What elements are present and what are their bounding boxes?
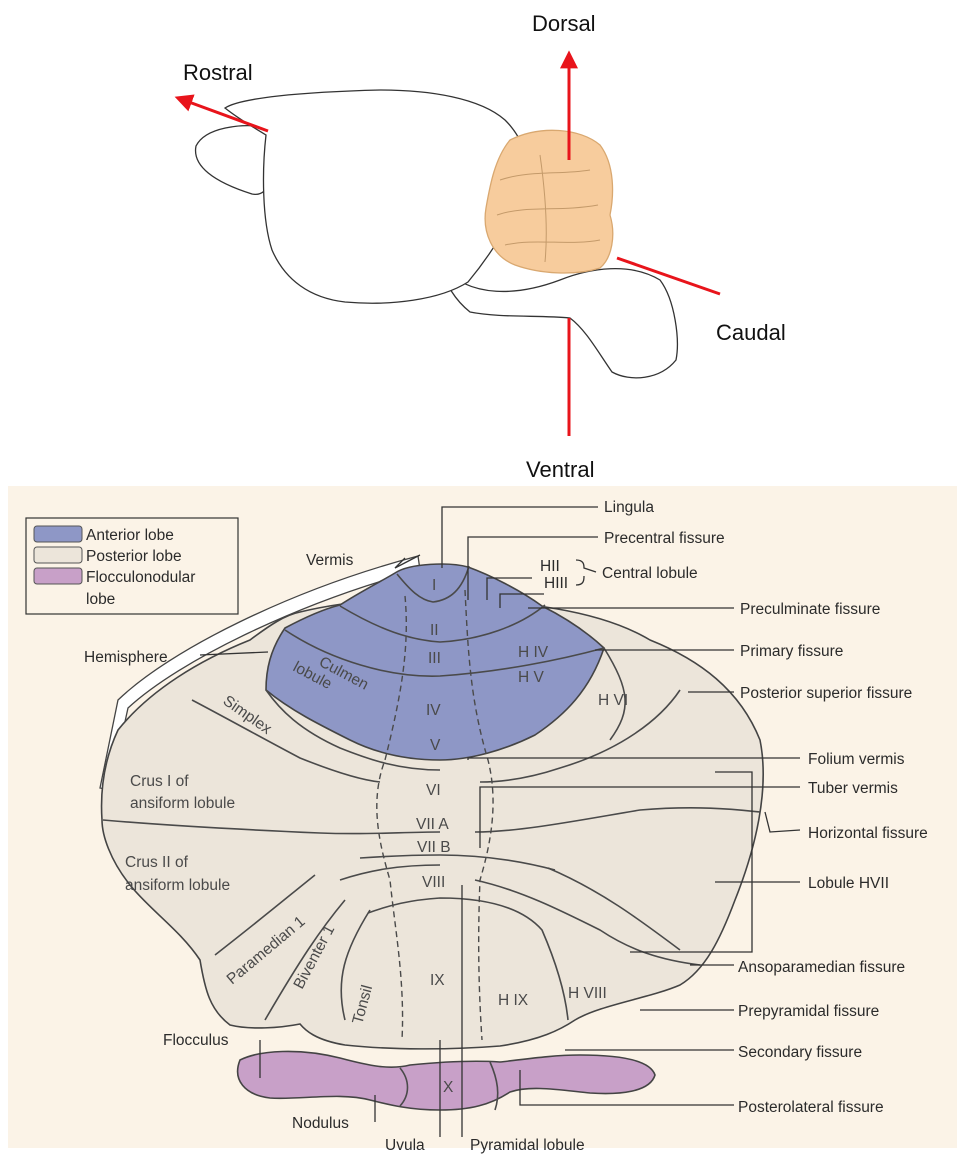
region-hvi: H VI: [598, 692, 628, 709]
legend-swatch-anterior: [34, 526, 82, 542]
rostral-label: Rostral: [183, 60, 253, 85]
label-vermis: Vermis: [306, 552, 354, 569]
legend-swatch-posterior: [34, 547, 82, 563]
label-flocculus: Flocculus: [163, 1032, 229, 1049]
label-posterolateral-fissure: Posterolateral fissure: [738, 1099, 884, 1116]
region-hviii: H VIII: [568, 985, 607, 1002]
cerebrum-shape: [225, 90, 527, 303]
region-iii: III: [428, 650, 441, 667]
label-central-lobule: Central lobule: [602, 565, 698, 582]
label-hii: HII: [540, 558, 560, 575]
region-viib: VII B: [417, 839, 451, 856]
region-crus1-2: ansiform lobule: [130, 795, 235, 812]
label-folium-vermis: Folium vermis: [808, 751, 905, 768]
label-uvula: Uvula: [385, 1137, 425, 1154]
region-hiv: H IV: [518, 644, 549, 661]
legend-swatch-flocculonodular: [34, 568, 82, 584]
region-x: X: [443, 1079, 454, 1096]
cerebellum-shape: [485, 130, 613, 273]
label-horizontal-fissure: Horizontal fissure: [808, 825, 928, 842]
legend-anterior-label: Anterior lobe: [86, 527, 174, 544]
label-secondary-fissure: Secondary fissure: [738, 1044, 862, 1061]
label-pyramidal-lobule: Pyramidal lobule: [470, 1137, 585, 1154]
brain-orientation-diagram: Rostral Dorsal Caudal Ventral: [178, 11, 786, 482]
region-ix: IX: [430, 972, 445, 989]
label-primary-fissure: Primary fissure: [740, 643, 843, 660]
cerebellum-diagram: Anterior lobe Posterior lobe Flocculonod…: [8, 486, 957, 1154]
brainstem-shape: [440, 265, 677, 378]
legend-flocculonodular-label-2: lobe: [86, 591, 115, 608]
olfactory-bulb-shape: [196, 126, 272, 195]
region-crus2-2: ansiform lobule: [125, 877, 230, 894]
label-hemisphere: Hemisphere: [84, 649, 168, 666]
dorsal-label: Dorsal: [532, 11, 596, 36]
ventral-label: Ventral: [526, 457, 595, 482]
legend-flocculonodular-label: Flocculonodular: [86, 569, 195, 586]
label-precentral-fissure: Precentral fissure: [604, 530, 725, 547]
legend: Anterior lobe Posterior lobe Flocculonod…: [26, 518, 238, 614]
label-ansoparamedian-fissure: Ansoparamedian fissure: [738, 959, 905, 976]
label-nodulus: Nodulus: [292, 1115, 349, 1132]
region-viii: VIII: [422, 874, 445, 891]
label-preculminate-fissure: Preculminate fissure: [740, 601, 880, 618]
region-crus1: Crus I of: [130, 773, 189, 790]
region-hix: H IX: [498, 992, 529, 1009]
label-prepyramidal-fissure: Prepyramidal fissure: [738, 1003, 879, 1020]
label-lingula: Lingula: [604, 499, 654, 516]
region-ii: II: [430, 622, 439, 639]
label-hiii: HIII: [544, 575, 568, 592]
region-hv: H V: [518, 669, 545, 686]
region-viia: VII A: [416, 816, 449, 833]
label-posterior-superior-fissure: Posterior superior fissure: [740, 685, 912, 702]
region-v: V: [430, 737, 441, 754]
legend-posterior-label: Posterior lobe: [86, 548, 182, 565]
label-tuber-vermis: Tuber vermis: [808, 780, 898, 797]
region-vi: VI: [426, 782, 441, 799]
region-crus2: Crus II of: [125, 854, 189, 871]
caudal-label: Caudal: [716, 320, 786, 345]
region-iv: IV: [426, 702, 441, 719]
region-i: I: [432, 577, 436, 594]
label-lobule-hvii: Lobule HVII: [808, 875, 889, 892]
